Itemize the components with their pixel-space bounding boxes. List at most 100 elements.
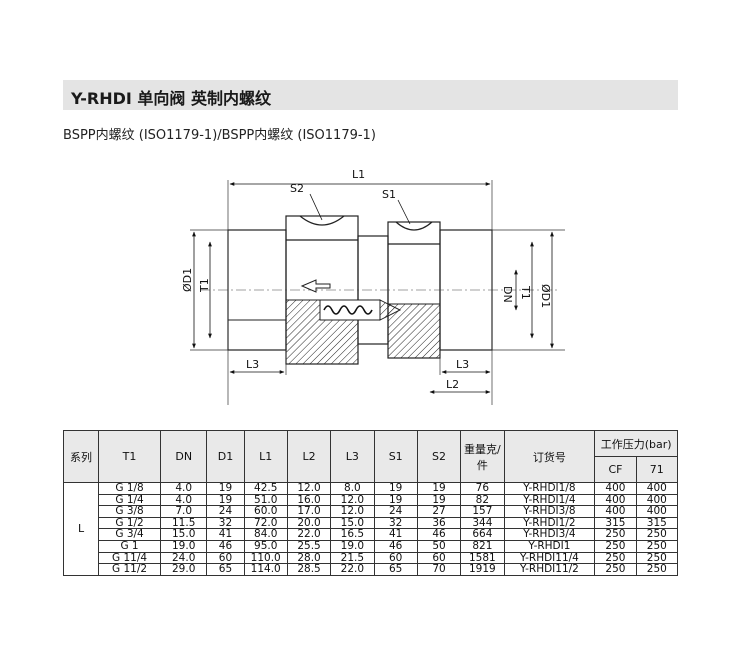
- table-cell: 36: [416, 516, 462, 530]
- title-bar: Y-RHDI 单向阀 英制内螺纹: [63, 80, 678, 110]
- table-cell: 76: [460, 482, 505, 495]
- table-cell: Y-RHDI1/4: [503, 493, 596, 507]
- header-pressure-71: 71: [635, 456, 679, 483]
- series-cell: L: [62, 482, 100, 576]
- table-cell: 8.0: [330, 482, 375, 495]
- table-cell: 60: [416, 551, 462, 565]
- table-cell: 400: [594, 482, 637, 495]
- dim-l3-right-label: L3: [456, 358, 469, 371]
- table-cell: 12.0: [330, 505, 375, 518]
- table-cell: 20.0: [286, 516, 332, 530]
- table-cell: 82: [460, 493, 505, 507]
- header-l1: L1: [243, 430, 288, 483]
- table-cell: 250: [594, 528, 637, 541]
- table-cell: 400: [635, 493, 679, 507]
- header-t1: T1: [98, 430, 161, 483]
- table-cell: 12.0: [330, 493, 375, 507]
- table-cell: 1581: [460, 551, 505, 565]
- table-cell: 51.0: [243, 493, 288, 507]
- header-pressure: 工作压力(bar): [594, 430, 678, 457]
- table-cell: 400: [635, 505, 679, 518]
- table-cell: 28.5: [286, 563, 332, 576]
- dim-d1-left-label: ØD1: [181, 268, 194, 292]
- table-cell: 110.0: [243, 551, 288, 565]
- table-cell: 250: [635, 563, 679, 576]
- table-cell: 250: [594, 551, 637, 565]
- dim-d1-right-label: ØD1: [539, 284, 552, 308]
- table-cell: 15.0: [330, 516, 375, 530]
- table-cell: 24.0: [159, 551, 208, 565]
- table-cell: 157: [460, 505, 505, 518]
- table-cell: 22.0: [286, 528, 332, 541]
- header-pressure-cf: CF: [594, 456, 637, 483]
- table-cell: 11.5: [159, 516, 208, 530]
- table-cell: 821: [460, 539, 505, 553]
- header-d1: D1: [206, 430, 245, 483]
- table-cell: 4.0: [159, 482, 208, 495]
- header-s1: S1: [373, 430, 418, 483]
- table-cell: G 3/8: [98, 505, 161, 518]
- table-cell: G 3/4: [98, 528, 161, 541]
- table-cell: 24: [373, 505, 418, 518]
- table-cell: 46: [416, 528, 462, 541]
- table-cell: 42.5: [243, 482, 288, 495]
- table-cell: 25.5: [286, 539, 332, 553]
- table-cell: 21.5: [330, 551, 375, 565]
- valve-technical-drawing: L1 S2 S1 ØD1 T1 DN T1 ØD1 L3 L3 L2: [181, 168, 565, 405]
- table-cell: 400: [594, 493, 637, 507]
- table-cell: 7.0: [159, 505, 208, 518]
- table-cell: G 1/4: [98, 493, 161, 507]
- table-cell: Y-RHDI11/4: [503, 551, 596, 565]
- specification-table: 系列 T1 DN D1 L1 L2 L3 S1 S2 重量克/件 订货号 工作压…: [62, 430, 679, 576]
- table-cell: 16.5: [330, 528, 375, 541]
- table-cell: 27: [416, 505, 462, 518]
- table-cell: 22.0: [330, 563, 375, 576]
- table-cell: 315: [635, 516, 679, 530]
- table-cell: 41: [373, 528, 418, 541]
- table-cell: 28.0: [286, 551, 332, 565]
- header-l2: L2: [286, 430, 332, 483]
- table-cell: 19: [206, 482, 245, 495]
- header-weight: 重量克/件: [460, 430, 505, 483]
- table-cell: 84.0: [243, 528, 288, 541]
- header-series: 系列: [62, 430, 100, 483]
- dim-t1-right-label: T1: [519, 285, 532, 300]
- table-cell: 250: [635, 539, 679, 553]
- dim-l3-left-label: L3: [246, 358, 259, 371]
- table-cell: Y-RHDI1: [503, 539, 596, 553]
- header-dn: DN: [159, 430, 208, 483]
- table-cell: 32: [206, 516, 245, 530]
- table-cell: Y-RHDI1/8: [503, 482, 596, 495]
- table-cell: 250: [635, 551, 679, 565]
- table-cell: 250: [594, 539, 637, 553]
- dim-s2-label: S2: [290, 182, 304, 195]
- header-order-number: 订货号: [503, 430, 596, 483]
- table-cell: 65: [373, 563, 418, 576]
- table-cell: 664: [460, 528, 505, 541]
- table-cell: 46: [373, 539, 418, 553]
- table-cell: 15.0: [159, 528, 208, 541]
- table-cell: 250: [635, 528, 679, 541]
- thread-subtitle: BSPP内螺纹 (ISO1179-1)/BSPP内螺纹 (ISO1179-1): [63, 128, 376, 143]
- table-cell: 24: [206, 505, 245, 518]
- table-cell: Y-RHDI3/8: [503, 505, 596, 518]
- table-cell: 344: [460, 516, 505, 530]
- table-cell: 114.0: [243, 563, 288, 576]
- table-cell: 32: [373, 516, 418, 530]
- table-cell: 72.0: [243, 516, 288, 530]
- table-cell: 400: [635, 482, 679, 495]
- header-l3: L3: [330, 430, 375, 483]
- flow-arrow-icon: [300, 279, 331, 293]
- table-cell: 1919: [460, 563, 505, 576]
- table-cell: 70: [416, 563, 462, 576]
- table-cell: 4.0: [159, 493, 208, 507]
- table-cell: 19: [373, 482, 418, 495]
- section-view: [227, 299, 441, 365]
- page-title: Y-RHDI 单向阀 英制内螺纹: [71, 89, 271, 108]
- dim-l2-label: L2: [446, 378, 459, 391]
